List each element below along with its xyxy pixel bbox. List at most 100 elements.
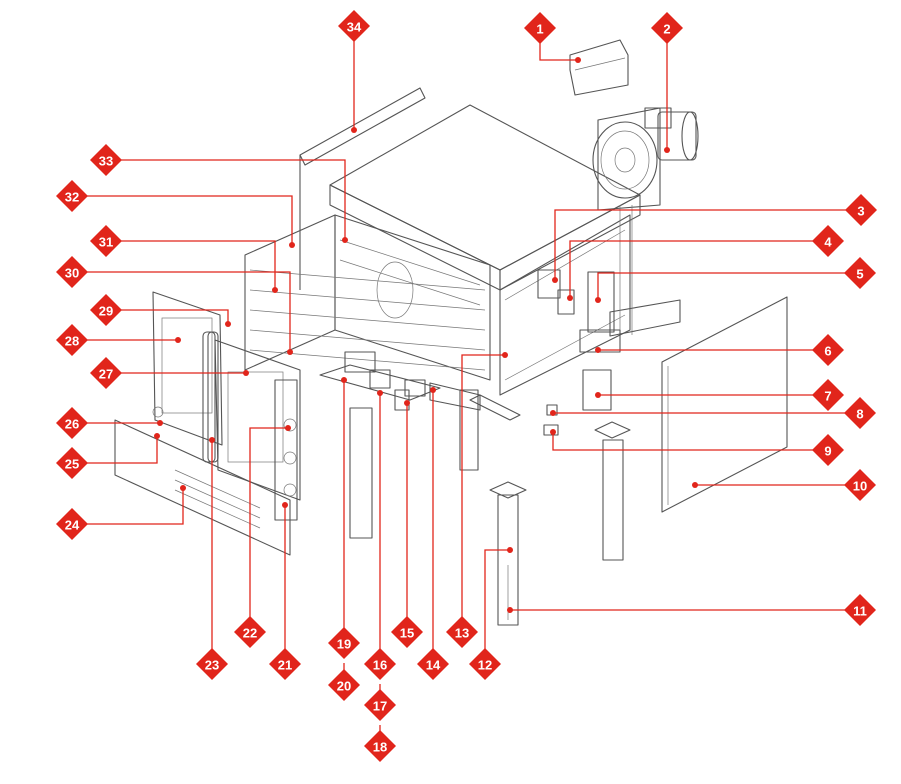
- leader-line-29: [106, 309, 229, 324]
- callout-number-34: 34: [347, 20, 362, 35]
- leader-dot-19: [341, 377, 347, 383]
- callout-number-5: 5: [856, 267, 863, 282]
- callout-number-24: 24: [65, 518, 80, 533]
- callout-number-14: 14: [426, 658, 441, 673]
- callout-number-20: 20: [337, 679, 351, 694]
- callout-diamond-29: [90, 294, 122, 326]
- leader-line-24: [72, 488, 184, 525]
- callout-29: 29: [90, 294, 122, 326]
- callout-number-16: 16: [373, 658, 387, 673]
- callout-20: 20: [328, 669, 360, 701]
- callout-8: 8: [844, 397, 876, 429]
- kick-panel: [114, 406, 291, 556]
- callout-number-10: 10: [853, 479, 867, 494]
- callout-number-28: 28: [65, 334, 79, 349]
- callout-number-13: 13: [455, 626, 469, 641]
- callout-diamond-12: [469, 648, 501, 680]
- leader-line-32: [72, 195, 293, 245]
- callout-25: 25: [56, 447, 88, 479]
- callout-diamond-10: [844, 469, 876, 501]
- callout-diamond-9: [812, 434, 844, 466]
- callout-number-23: 23: [205, 658, 219, 673]
- leader-line-31: [106, 240, 276, 290]
- callout-number-3: 3: [857, 204, 864, 219]
- leader-dot-9: [550, 429, 556, 435]
- callout-17: 17: [364, 689, 396, 721]
- callout-number-11: 11: [853, 604, 867, 619]
- callout-34: 34: [338, 10, 370, 42]
- leader-dot-34: [351, 127, 357, 133]
- callout-diamond-15: [391, 616, 423, 648]
- callout-1: 1: [524, 12, 556, 44]
- callout-12: 12: [469, 648, 501, 680]
- callout-23: 23: [196, 648, 228, 680]
- leader-line-33: [106, 159, 346, 240]
- blower-wheel-and-motor: [569, 39, 699, 211]
- callout-21: 21: [269, 648, 301, 680]
- leader-dot-28: [175, 337, 181, 343]
- leader-line-30: [72, 271, 291, 352]
- callout-diamond-4: [812, 225, 844, 257]
- callout-diamond-28: [56, 324, 88, 356]
- callout-32: 32: [56, 180, 88, 212]
- leader-dot-30: [287, 349, 293, 355]
- callout-11: 11: [844, 594, 876, 626]
- callout-number-32: 32: [65, 190, 79, 205]
- side-panel: [661, 296, 788, 513]
- leader-dot-21: [282, 502, 288, 508]
- callout-number-25: 25: [65, 457, 79, 472]
- callout-diamond-22: [234, 616, 266, 648]
- callout-number-4: 4: [824, 235, 832, 250]
- callout-5: 5: [844, 257, 876, 289]
- callout-15: 15: [391, 616, 423, 648]
- leader-dot-25: [154, 433, 160, 439]
- leader-dot-5: [595, 297, 601, 303]
- callout-30: 30: [56, 256, 88, 288]
- callout-diamond-6: [812, 334, 844, 366]
- leader-dot-29: [225, 321, 231, 327]
- leader-line-9: [552, 432, 828, 451]
- leader-dot-14: [430, 387, 436, 393]
- callout-number-26: 26: [65, 417, 79, 432]
- leader-dot-12: [507, 547, 513, 553]
- callout-diamond-21: [269, 648, 301, 680]
- callout-diamond-8: [844, 397, 876, 429]
- callout-6: 6: [812, 334, 844, 366]
- leader-line-3: [554, 209, 861, 280]
- callout-number-7: 7: [824, 389, 831, 404]
- callout-diamond-34: [338, 10, 370, 42]
- callout-number-19: 19: [337, 637, 351, 652]
- callout-number-12: 12: [478, 658, 492, 673]
- leader-dot-10: [692, 482, 698, 488]
- callout-diamond-14: [417, 648, 449, 680]
- callout-number-8: 8: [856, 407, 863, 422]
- callout-number-21: 21: [278, 658, 292, 673]
- callout-31: 31: [90, 225, 122, 257]
- callout-diamond-31: [90, 225, 122, 257]
- leader-dot-24: [180, 485, 186, 491]
- oven-cabinet: [299, 87, 641, 396]
- callout-diamond-7: [812, 379, 844, 411]
- leader-dot-8: [550, 410, 556, 416]
- callout-22: 22: [234, 616, 266, 648]
- callout-number-18: 18: [373, 740, 387, 755]
- callout-4: 4: [812, 225, 844, 257]
- callout-number-27: 27: [99, 367, 113, 382]
- callout-diamond-19: [328, 627, 360, 659]
- callout-24: 24: [56, 508, 88, 540]
- legs: [349, 389, 631, 626]
- callout-number-9: 9: [824, 444, 831, 459]
- leader-dot-1: [575, 57, 581, 63]
- leader-dot-2: [664, 147, 670, 153]
- callout-9: 9: [812, 434, 844, 466]
- callout-10: 10: [844, 469, 876, 501]
- callout-number-1: 1: [536, 22, 543, 37]
- callout-number-15: 15: [400, 626, 414, 641]
- callout-18: 18: [364, 730, 396, 762]
- leader-line-13: [461, 354, 505, 632]
- callout-number-29: 29: [99, 304, 113, 319]
- leader-dot-31: [272, 287, 278, 293]
- callout-diamond-1: [524, 12, 556, 44]
